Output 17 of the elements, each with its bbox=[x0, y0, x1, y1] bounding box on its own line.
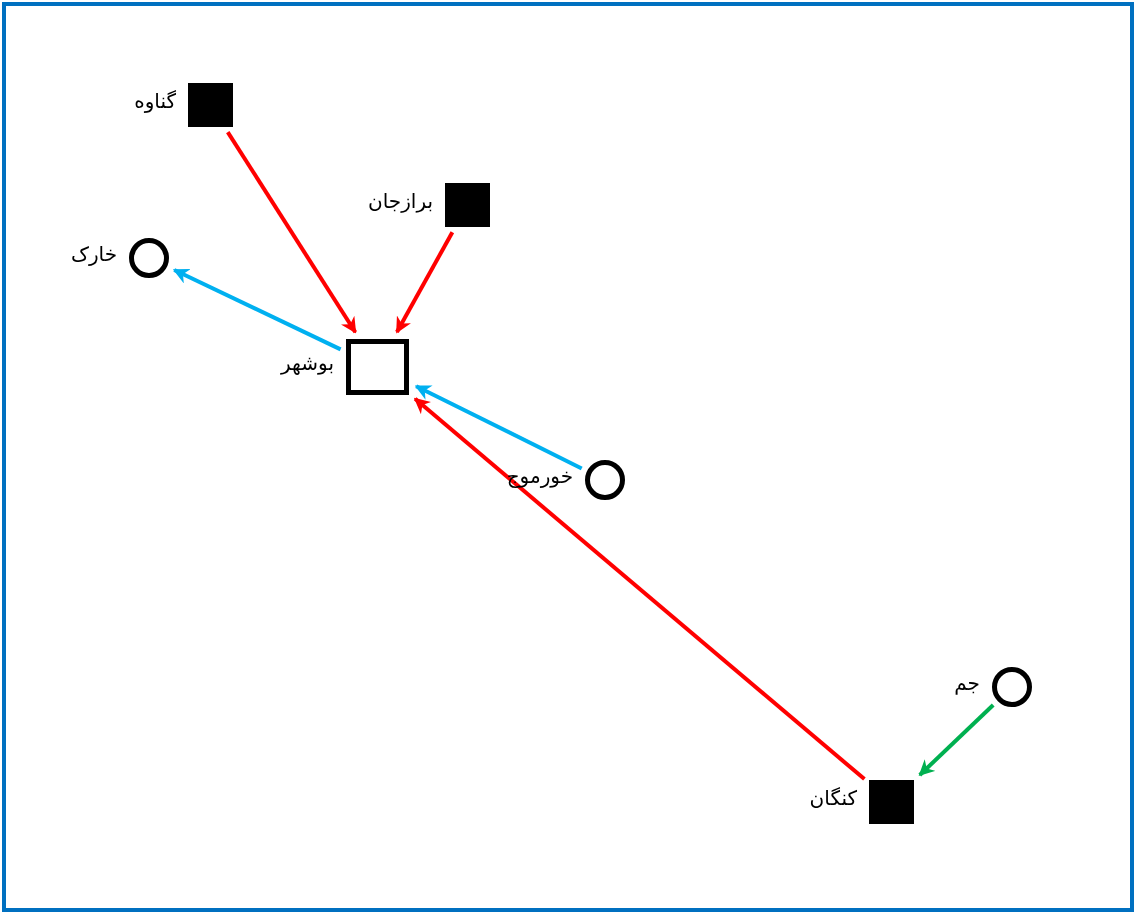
arrow bbox=[413, 397, 866, 781]
arrow bbox=[172, 268, 342, 352]
filled-square bbox=[188, 83, 233, 127]
place-name: خارک bbox=[71, 244, 117, 264]
filled-square bbox=[445, 183, 490, 227]
place-name: بوشهر bbox=[281, 353, 334, 373]
place-name: برازجان bbox=[368, 191, 433, 211]
arrow bbox=[395, 231, 455, 334]
arrow bbox=[414, 384, 583, 471]
hollow-square bbox=[346, 339, 409, 395]
place-name: کنگان bbox=[809, 788, 857, 808]
arrow bbox=[226, 131, 358, 334]
filled-square bbox=[869, 780, 914, 824]
place-name: خورموج bbox=[506, 466, 573, 486]
arrow bbox=[918, 703, 995, 777]
place-name: جم bbox=[954, 673, 980, 693]
place-name: گناوه bbox=[134, 91, 176, 111]
